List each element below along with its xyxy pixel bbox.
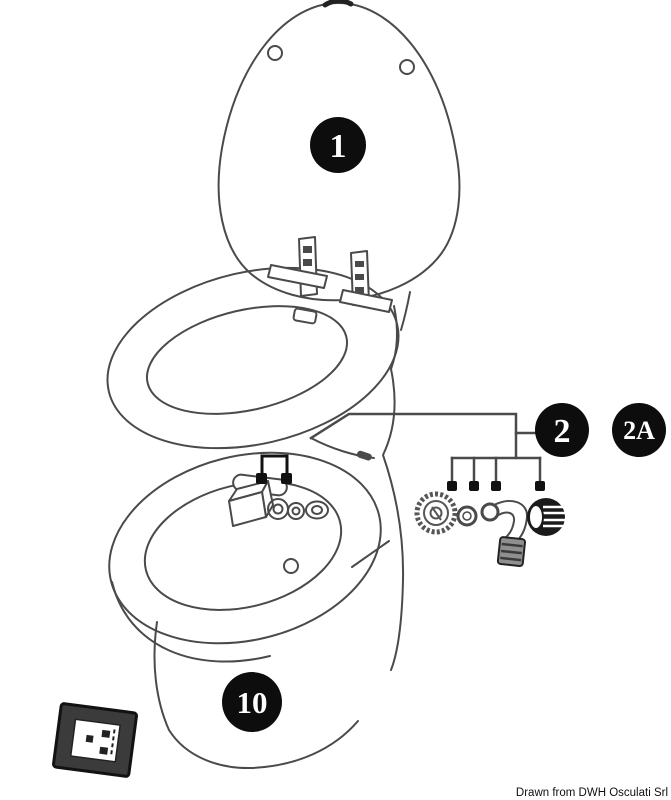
part-ring-nut xyxy=(414,491,458,535)
panel-button xyxy=(85,734,94,743)
fitting-ring-large-hole xyxy=(272,503,284,515)
lid-top-crop-mark xyxy=(322,0,354,8)
bowl-rear-edge xyxy=(310,437,375,459)
bracket-arrow-dot xyxy=(256,473,267,484)
fitting-ring-small xyxy=(287,502,305,520)
seat-inner-edge xyxy=(145,305,349,415)
bowl-drain-detail xyxy=(283,558,299,574)
wall-control-panel xyxy=(52,702,138,778)
hinge-post-left-rivet xyxy=(303,246,312,253)
ring-nut-knurl xyxy=(414,491,458,535)
leader-arrow-dot xyxy=(535,481,545,491)
ring-nut-slot xyxy=(431,506,442,521)
lid-hole-right xyxy=(399,59,415,75)
callout-1-badge: 1 xyxy=(310,117,366,173)
ring-nut-body xyxy=(423,500,449,526)
lid-hole-left xyxy=(267,45,283,61)
credit-text: Drawn from DWH Osculati Srl xyxy=(516,787,668,799)
bowl-fitting-assembly xyxy=(228,473,329,527)
washer-outer xyxy=(456,505,478,527)
leader-arrow-dot xyxy=(491,481,501,491)
panel-button xyxy=(99,746,109,755)
hinge-bar-left xyxy=(267,264,328,289)
base-outline xyxy=(153,621,359,770)
panel-button xyxy=(101,729,111,738)
callout-1-circle xyxy=(310,117,366,173)
callout-2a-badge: 2A xyxy=(612,403,666,457)
ring-nut-hole xyxy=(429,506,443,520)
toilet-base xyxy=(153,621,359,770)
connector-rib xyxy=(500,549,522,555)
bracket-line xyxy=(260,454,289,477)
callout-10-badge: 10 xyxy=(222,672,282,732)
bracket-arrow-dot xyxy=(281,473,292,484)
hinge-post-right-rivet xyxy=(355,274,364,280)
connector-rib xyxy=(500,556,522,562)
part-end-cap xyxy=(527,498,565,536)
lid-hinges xyxy=(267,236,393,313)
part-elbow-fitting xyxy=(480,500,529,567)
lid-edge-drop xyxy=(400,291,411,331)
hinge-post-right-rivet xyxy=(355,287,364,293)
cap-rim-crescent xyxy=(528,504,544,530)
callout-2-circle xyxy=(535,403,589,457)
callout-2-badge: 2 xyxy=(535,403,589,457)
fitting-ring-small-hole xyxy=(291,506,301,516)
panel-face xyxy=(69,718,121,763)
callout-2a-circle xyxy=(612,403,666,457)
fitting-pointer-bracket xyxy=(256,454,292,484)
elbow-inlet-ring xyxy=(480,502,500,522)
spout-front-face xyxy=(228,491,267,527)
elbow-tube-inner xyxy=(496,511,516,539)
fitting-oval xyxy=(305,500,329,520)
connector-rib xyxy=(501,542,523,548)
callout-2a-label: 2A xyxy=(623,416,655,445)
callout-10-label: 10 xyxy=(237,685,268,720)
bowl-rim-outer xyxy=(108,451,382,645)
hinge-bar-right xyxy=(339,289,393,313)
leader-main xyxy=(309,412,518,460)
fitting-oval-hole xyxy=(311,505,323,515)
hinge-post-left xyxy=(298,236,318,297)
bowl-underside-edge xyxy=(351,540,390,568)
part-washer xyxy=(456,505,478,527)
panel-label-marks xyxy=(109,729,116,758)
hinge-post-left-rivet xyxy=(303,259,312,266)
leader-arrow-dot xyxy=(447,481,457,491)
callout-leader-lines xyxy=(309,412,545,491)
toilet-bowl xyxy=(108,368,405,671)
part-hose-connector xyxy=(496,536,526,567)
seat-rear-drop xyxy=(390,305,399,370)
callout-10-circle xyxy=(222,672,282,732)
hinge-post-right-rivet xyxy=(355,261,364,267)
toilet-seat xyxy=(106,266,400,450)
bowl-lower-contour xyxy=(111,581,271,663)
callout-2-label: 2 xyxy=(554,413,571,450)
body-rear-curve xyxy=(382,368,405,671)
leader-arrow-dot xyxy=(469,481,479,491)
washer-hole xyxy=(462,511,472,521)
seat-rear-bumper xyxy=(292,307,318,325)
callout-1-label: 1 xyxy=(330,128,347,165)
bowl-rim-inner xyxy=(143,481,343,611)
